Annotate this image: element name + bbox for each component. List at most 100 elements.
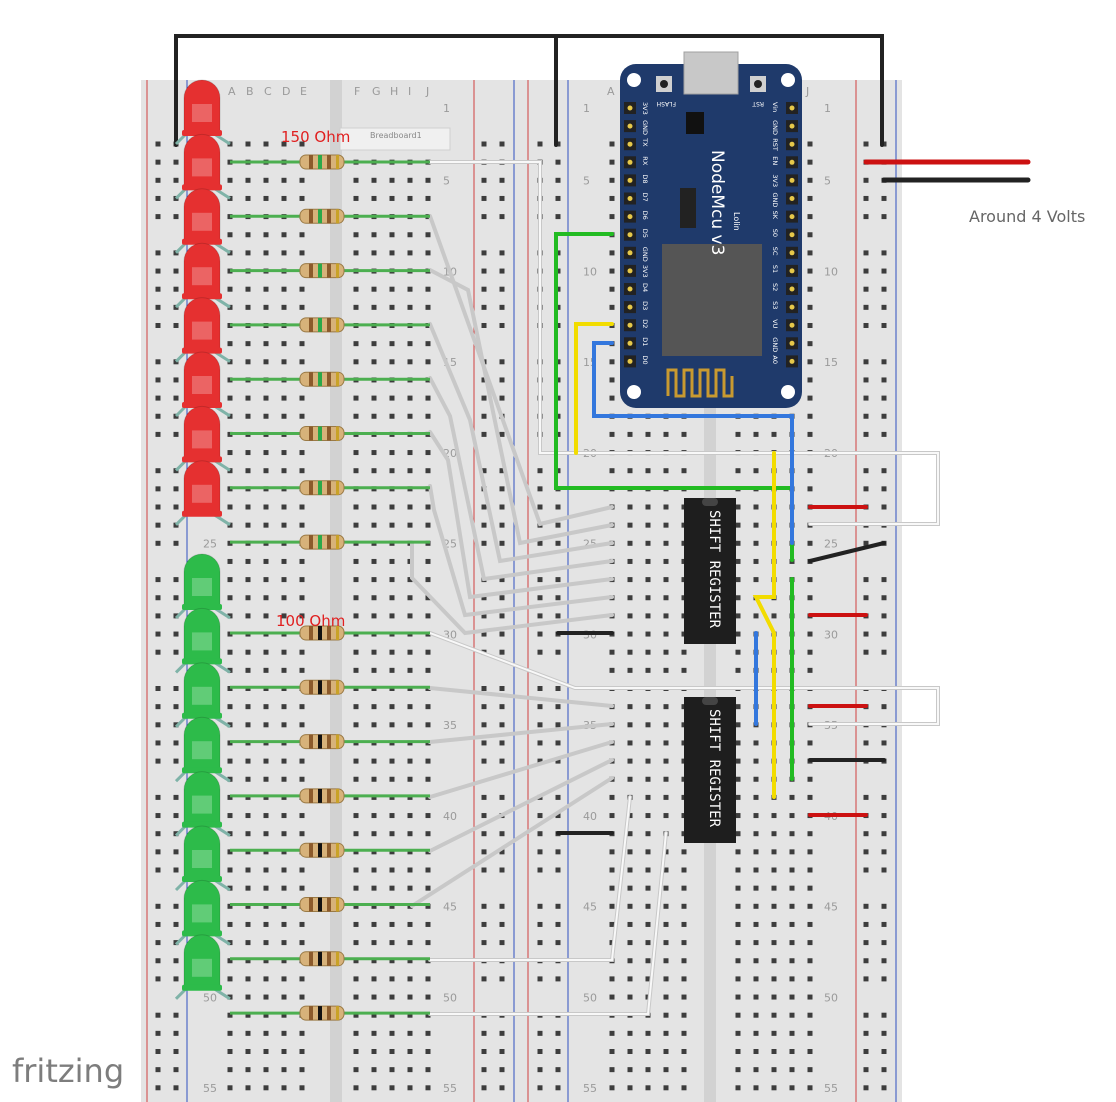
mcu-pin-label: D4 [641, 283, 649, 292]
row-number: 55 [443, 1082, 457, 1095]
led-red [174, 460, 231, 527]
mcu-pin-label: D6 [641, 211, 649, 220]
row-number: 10 [824, 265, 838, 278]
resistor [230, 263, 430, 279]
wires-rail-jumpers [556, 505, 886, 835]
svg-text:B: B [246, 85, 254, 98]
row-number: 50 [203, 991, 217, 1004]
row-number: 40 [583, 810, 597, 823]
mcu-pin-label: GND [771, 337, 779, 352]
row-number: 55 [824, 1082, 838, 1095]
mcu-pin-label: S0 [771, 229, 779, 237]
row-number: 5 [583, 175, 590, 188]
voltage-label: Around 4 Volts [969, 207, 1085, 226]
row-number: 5 [824, 175, 831, 188]
wires-white-core [429, 161, 939, 1015]
led-green [174, 607, 231, 674]
resistor [230, 1005, 430, 1021]
led-green [174, 934, 231, 1001]
mcu-pin-label: D0 [641, 355, 649, 364]
resistor [230, 371, 430, 387]
svg-text:J: J [425, 85, 429, 98]
led-red [174, 188, 231, 255]
row-number: 45 [443, 901, 457, 914]
row-number: 1 [824, 102, 831, 115]
wires-yellow [574, 322, 776, 799]
svg-text:D: D [282, 85, 290, 98]
svg-text:A: A [228, 85, 236, 98]
mcu-pin-label: D1 [641, 337, 649, 346]
resistor [230, 734, 430, 750]
led-column [174, 79, 231, 1001]
mcu-pin-label: VU [771, 319, 779, 328]
shift-register-1: SHIFT REGISTER [684, 498, 736, 644]
svg-text:H: H [390, 85, 398, 98]
row-number: 1 [443, 102, 450, 115]
row-number: 45 [824, 901, 838, 914]
led-green [174, 879, 231, 946]
mcu-pin-label: 3V3 [641, 265, 649, 278]
svg-text:I: I [408, 85, 411, 98]
mcu-pin-label: S2 [771, 283, 779, 291]
svg-text:A: A [607, 85, 615, 98]
mcu-pin-label: 3V3 [641, 102, 649, 115]
mcu-pin-label: D8 [641, 174, 649, 183]
row-number: 45 [583, 901, 597, 914]
usb-port [683, 51, 739, 95]
resistor [230, 951, 430, 967]
led-green [174, 825, 231, 892]
led-red [174, 79, 231, 146]
wires-blue [592, 341, 794, 726]
row-number: 15 [824, 356, 838, 369]
column-labels-left: A B C D E F G H I J [228, 85, 429, 98]
mcu-pin-label: GND [641, 120, 649, 135]
resistor-value-150: 150 Ohm [281, 128, 350, 146]
shift-register-2: SHIFT REGISTER [684, 697, 736, 843]
led-red [174, 133, 231, 200]
resistor [230, 897, 430, 912]
mcu-pin-label: RST [771, 138, 779, 151]
resistor [230, 625, 430, 641]
mcu-pin-label: EN [771, 156, 779, 165]
svg-text:E: E [300, 85, 307, 98]
mcu-pin-label: 3V3 [771, 174, 779, 187]
resistor-value-100: 100 Ohm [276, 612, 345, 630]
row-number: 10 [583, 265, 597, 278]
svg-text:G: G [372, 85, 381, 98]
fritzing-logo: fritzing [12, 1052, 124, 1090]
mcu-pin-label: Vin [771, 102, 779, 112]
row-number: 50 [583, 991, 597, 1004]
svg-text:C: C [264, 85, 272, 98]
mcu-pin-label: D2 [641, 319, 649, 328]
row-number: 30 [824, 628, 838, 641]
mcu-pin-label: SC [771, 247, 779, 256]
mcu-pin-label: A0 [771, 355, 779, 364]
row-number: 55 [203, 1082, 217, 1095]
mcu-title: NodeMcu v3 [707, 150, 727, 255]
row-number: 35 [443, 719, 457, 732]
led-red [174, 242, 231, 309]
row-number: 50 [443, 991, 457, 1004]
row-number: 5 [443, 175, 450, 188]
row-number: 50 [824, 991, 838, 1004]
supply-wires [863, 159, 1031, 183]
mcu-pin-label: GND [771, 193, 779, 208]
resistor [230, 154, 430, 170]
shift-register-2-label: SHIFT REGISTER [706, 709, 722, 828]
shift-register-1-label: SHIFT REGISTER [706, 510, 722, 629]
mcu-pin-label: GND [771, 120, 779, 135]
led-red [174, 351, 231, 418]
mcu-pin-label: S1 [771, 265, 779, 273]
rst-label: RST [752, 100, 764, 107]
breadboard-tag: Breadboard1 [339, 127, 451, 151]
svg-text:F: F [354, 85, 360, 98]
led-red [174, 297, 231, 363]
mcu-pin-label: GND [641, 247, 649, 262]
resistor [230, 208, 430, 224]
row-number: 25 [203, 538, 217, 551]
resistor [230, 534, 430, 550]
mcu-pin-label: D3 [641, 301, 649, 310]
